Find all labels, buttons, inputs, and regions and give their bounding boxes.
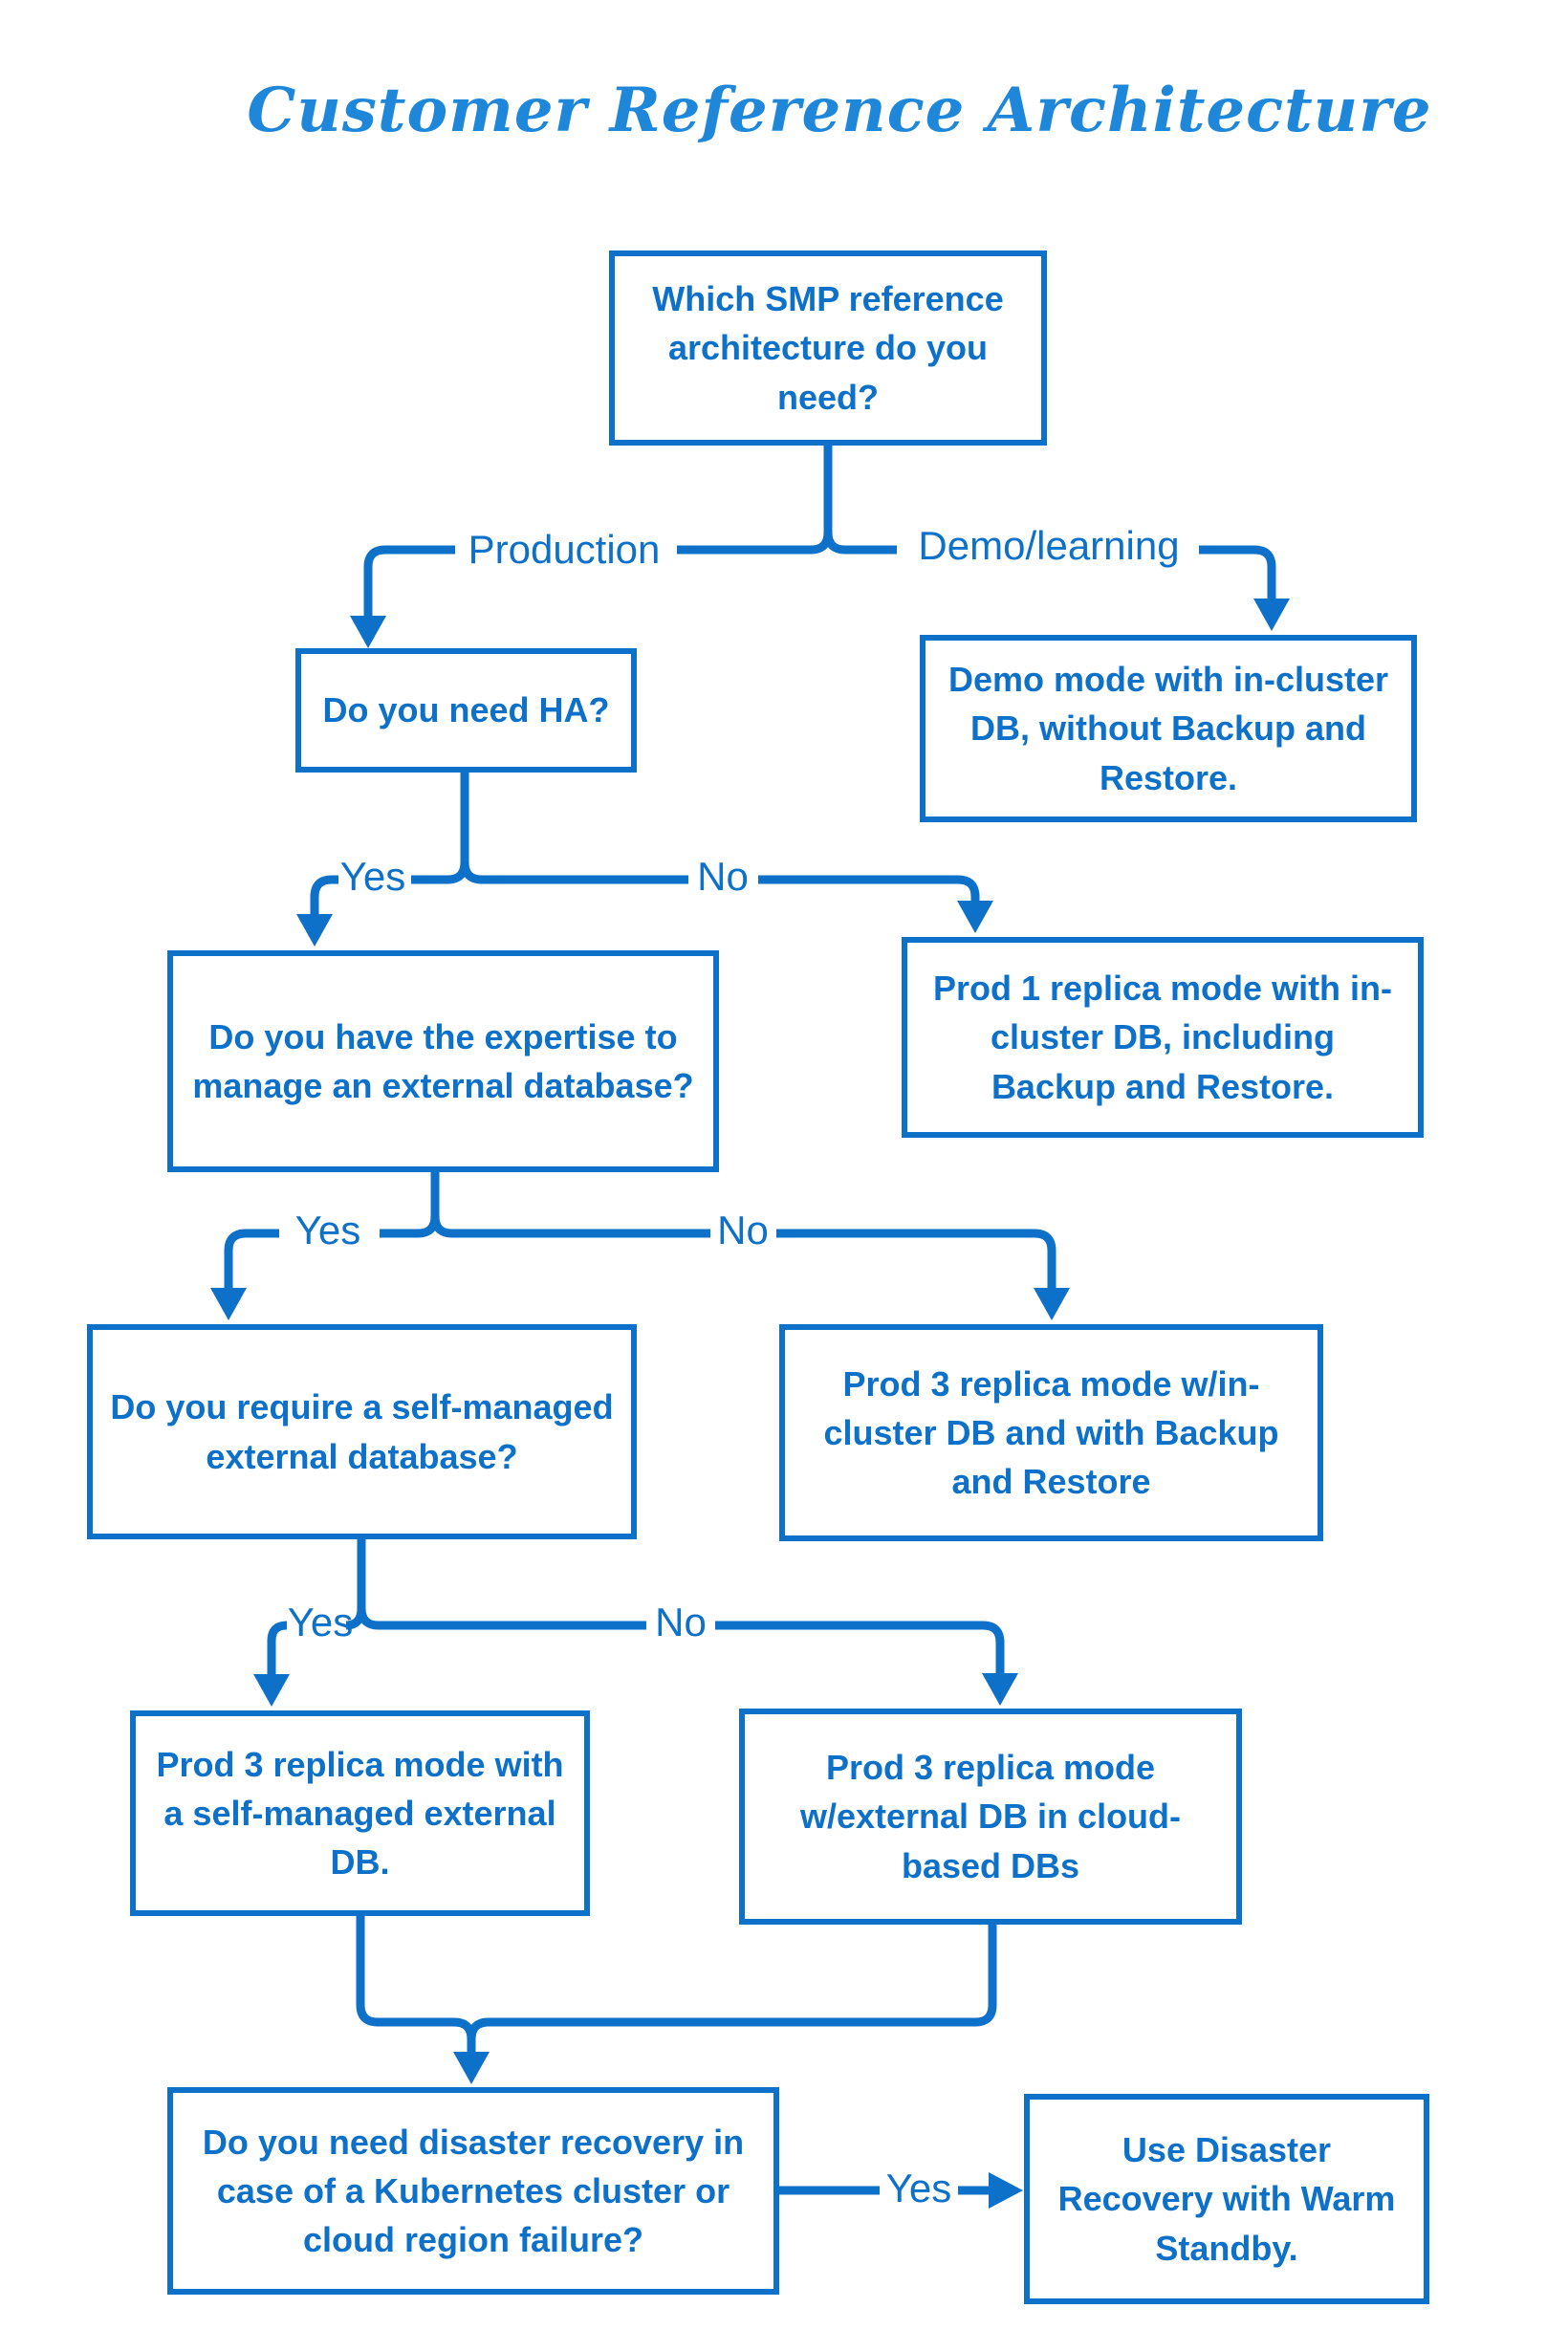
node-text: Which SMP reference architecture do you … <box>652 279 1004 417</box>
edge-label-selfmanaged-no: No <box>655 1600 707 1644</box>
edge-label-demo-learning: Demo/learning <box>918 523 1180 568</box>
node-selfmanaged-question: Do you require a self-managed external d… <box>87 1324 637 1539</box>
node-disaster-warm-result: Use Disaster Recovery with Warm Standby. <box>1024 2094 1429 2304</box>
node-text: Do you need disaster recovery in case of… <box>202 2122 745 2260</box>
node-text: Prod 3 replica mode w/in-cluster DB and … <box>823 1363 1279 1502</box>
arrowhead-icon <box>957 901 993 933</box>
page-title: Customer Reference Architecture <box>247 75 1432 146</box>
arrowhead-icon <box>296 914 333 947</box>
node-text: Use Disaster Recovery with Warm Standby. <box>1057 2130 1396 2268</box>
arrowhead-icon <box>1253 599 1290 631</box>
edge-label-ha-yes: Yes <box>339 854 406 899</box>
arrowhead-icon <box>1034 1288 1070 1320</box>
node-prod3-incluster-result: Prod 3 replica mode w/in-cluster DB and … <box>779 1324 1323 1541</box>
arrowhead-icon <box>210 1288 247 1320</box>
edge-label-selfmanaged-yes: Yes <box>287 1600 354 1644</box>
edge-label-ha-no: No <box>697 854 749 899</box>
arrowhead-icon <box>989 2172 1023 2209</box>
connector-merge <box>356 1916 997 2084</box>
arrowhead-icon <box>253 1674 290 1707</box>
connector-selfmanaged-split <box>253 1539 1018 1707</box>
node-text: Prod 3 replica mode w/external DB in clo… <box>799 1748 1182 1885</box>
node-text: Prod 1 replica mode with in-cluster DB, … <box>932 969 1393 1106</box>
edge-label-expertise-no: No <box>717 1208 769 1252</box>
arrowhead-icon <box>982 1673 1018 1706</box>
node-text: Prod 3 replica mode with a self-managed … <box>156 1744 564 1883</box>
node-text: Demo mode with in-cluster DB, without Ba… <box>947 660 1389 797</box>
connector-ha-split <box>296 773 993 947</box>
node-text: Do you require a self-managed external d… <box>110 1387 614 1476</box>
edge-label-production: Production <box>468 527 661 572</box>
arrowhead-icon <box>453 2052 490 2084</box>
node-text: Do you need HA? <box>322 690 610 730</box>
node-text: Do you have the expertise to manage an e… <box>192 1016 694 1105</box>
node-root-question: Which SMP reference architecture do you … <box>609 250 1047 446</box>
node-demo-mode-result: Demo mode with in-cluster DB, without Ba… <box>920 635 1417 822</box>
arrowhead-icon <box>350 616 386 648</box>
edge-label-expertise-yes: Yes <box>294 1208 361 1252</box>
node-disaster-question: Do you need disaster recovery in case of… <box>167 2087 779 2295</box>
connector-disaster-yes <box>779 2172 1023 2209</box>
connector-root-split <box>350 446 1290 648</box>
node-prod3-cloud-result: Prod 3 replica mode w/external DB in clo… <box>739 1709 1242 1925</box>
edge-label-disaster-yes: Yes <box>885 2166 952 2210</box>
node-prod3-selfmanaged-result: Prod 3 replica mode with a self-managed … <box>130 1710 590 1916</box>
node-prod1-incluster-result: Prod 1 replica mode with in-cluster DB, … <box>902 937 1424 1138</box>
connector-expertise-split <box>210 1172 1070 1320</box>
node-need-ha-question: Do you need HA? <box>295 648 637 773</box>
node-expertise-question: Do you have the expertise to manage an e… <box>167 950 719 1172</box>
